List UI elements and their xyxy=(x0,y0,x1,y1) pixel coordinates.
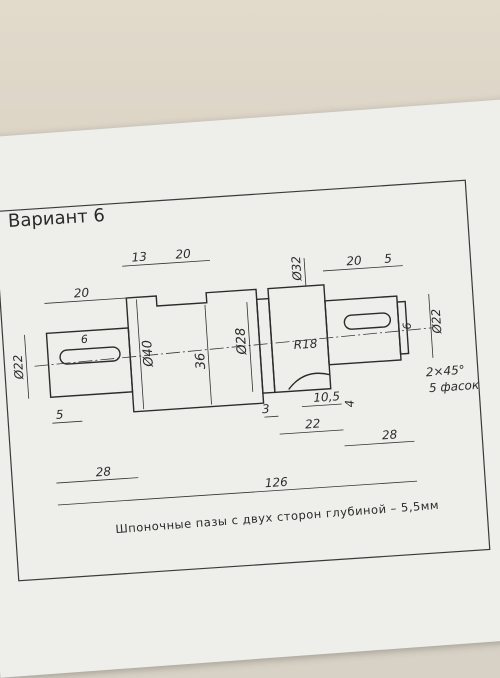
dim-line-40 xyxy=(136,299,145,410)
dim-20-top: 20 xyxy=(175,247,192,262)
dim-4: 4 xyxy=(343,399,357,408)
dim-28-left: 28 xyxy=(95,464,112,479)
dim-chamfer-count: 5 фасок xyxy=(428,378,480,395)
left-keyway xyxy=(59,346,121,365)
drawing-frame xyxy=(0,179,491,582)
dim-20-left: 20 xyxy=(73,285,90,300)
dim-line-22-left xyxy=(24,334,30,399)
dim-126: 126 xyxy=(264,475,288,491)
dim-36: 36 xyxy=(193,352,209,370)
dim-6-left: 6 xyxy=(81,333,89,346)
dimension-lines xyxy=(24,258,434,506)
end-step xyxy=(396,300,410,355)
dim-13: 13 xyxy=(131,250,147,265)
dim-line-126 xyxy=(57,480,418,506)
dim-line-28-right xyxy=(344,440,415,447)
dim-22-right: Ø22 xyxy=(429,308,445,335)
right-journal xyxy=(324,295,402,366)
dim-line-13 xyxy=(122,263,161,267)
drawing: 13 20 20 6 Ø22 Ø40 36 Ø28 Ø32 R18 20 5 6… xyxy=(0,179,491,582)
dim-28-right: 28 xyxy=(381,427,398,442)
dim-line-20-top xyxy=(160,259,211,265)
dim-28-diameter: Ø28 xyxy=(234,327,251,356)
dim-line-3 xyxy=(264,415,279,418)
dimension-labels: 13 20 20 6 Ø22 Ø40 36 Ø28 Ø32 R18 20 5 6… xyxy=(11,247,480,491)
center-line xyxy=(34,327,433,367)
main-body xyxy=(125,288,265,413)
drawing-canvas: 13 20 20 6 Ø22 Ø40 36 Ø28 Ø32 R18 20 5 6… xyxy=(0,179,491,582)
r18-arc xyxy=(288,372,330,390)
dim-r18: R18 xyxy=(293,336,318,352)
right-keyway xyxy=(343,312,392,330)
dim-line-28 xyxy=(246,302,254,392)
dim-chamfer: 2×45° xyxy=(425,363,465,380)
dim-22-bottom: 22 xyxy=(305,416,321,431)
dim-10-5: 10,5 xyxy=(313,389,341,405)
shaft-outline xyxy=(45,284,410,413)
dim-40: Ø40 xyxy=(140,339,157,368)
dim-line-28-left xyxy=(56,477,139,484)
dim-line-20-left xyxy=(44,297,127,304)
dim-line-5-right xyxy=(392,265,403,267)
dim-line-36 xyxy=(204,304,212,405)
dim-line-32 xyxy=(303,258,307,287)
dim-line-22-bottom xyxy=(279,429,344,435)
dim-22-left: Ø22 xyxy=(11,354,27,381)
dim-5-left: 5 xyxy=(55,407,64,421)
dim-32: Ø32 xyxy=(289,256,305,283)
dim-line-20-right xyxy=(322,265,393,272)
dim-3: 3 xyxy=(262,402,271,416)
dim-line-22-right xyxy=(428,293,434,358)
dim-5-right: 5 xyxy=(384,251,393,265)
dim-6-right: 6 xyxy=(401,322,414,330)
dim-line-5-left xyxy=(52,420,83,424)
dim-20-right: 20 xyxy=(346,253,363,268)
dim-line-10-5 xyxy=(301,403,342,408)
